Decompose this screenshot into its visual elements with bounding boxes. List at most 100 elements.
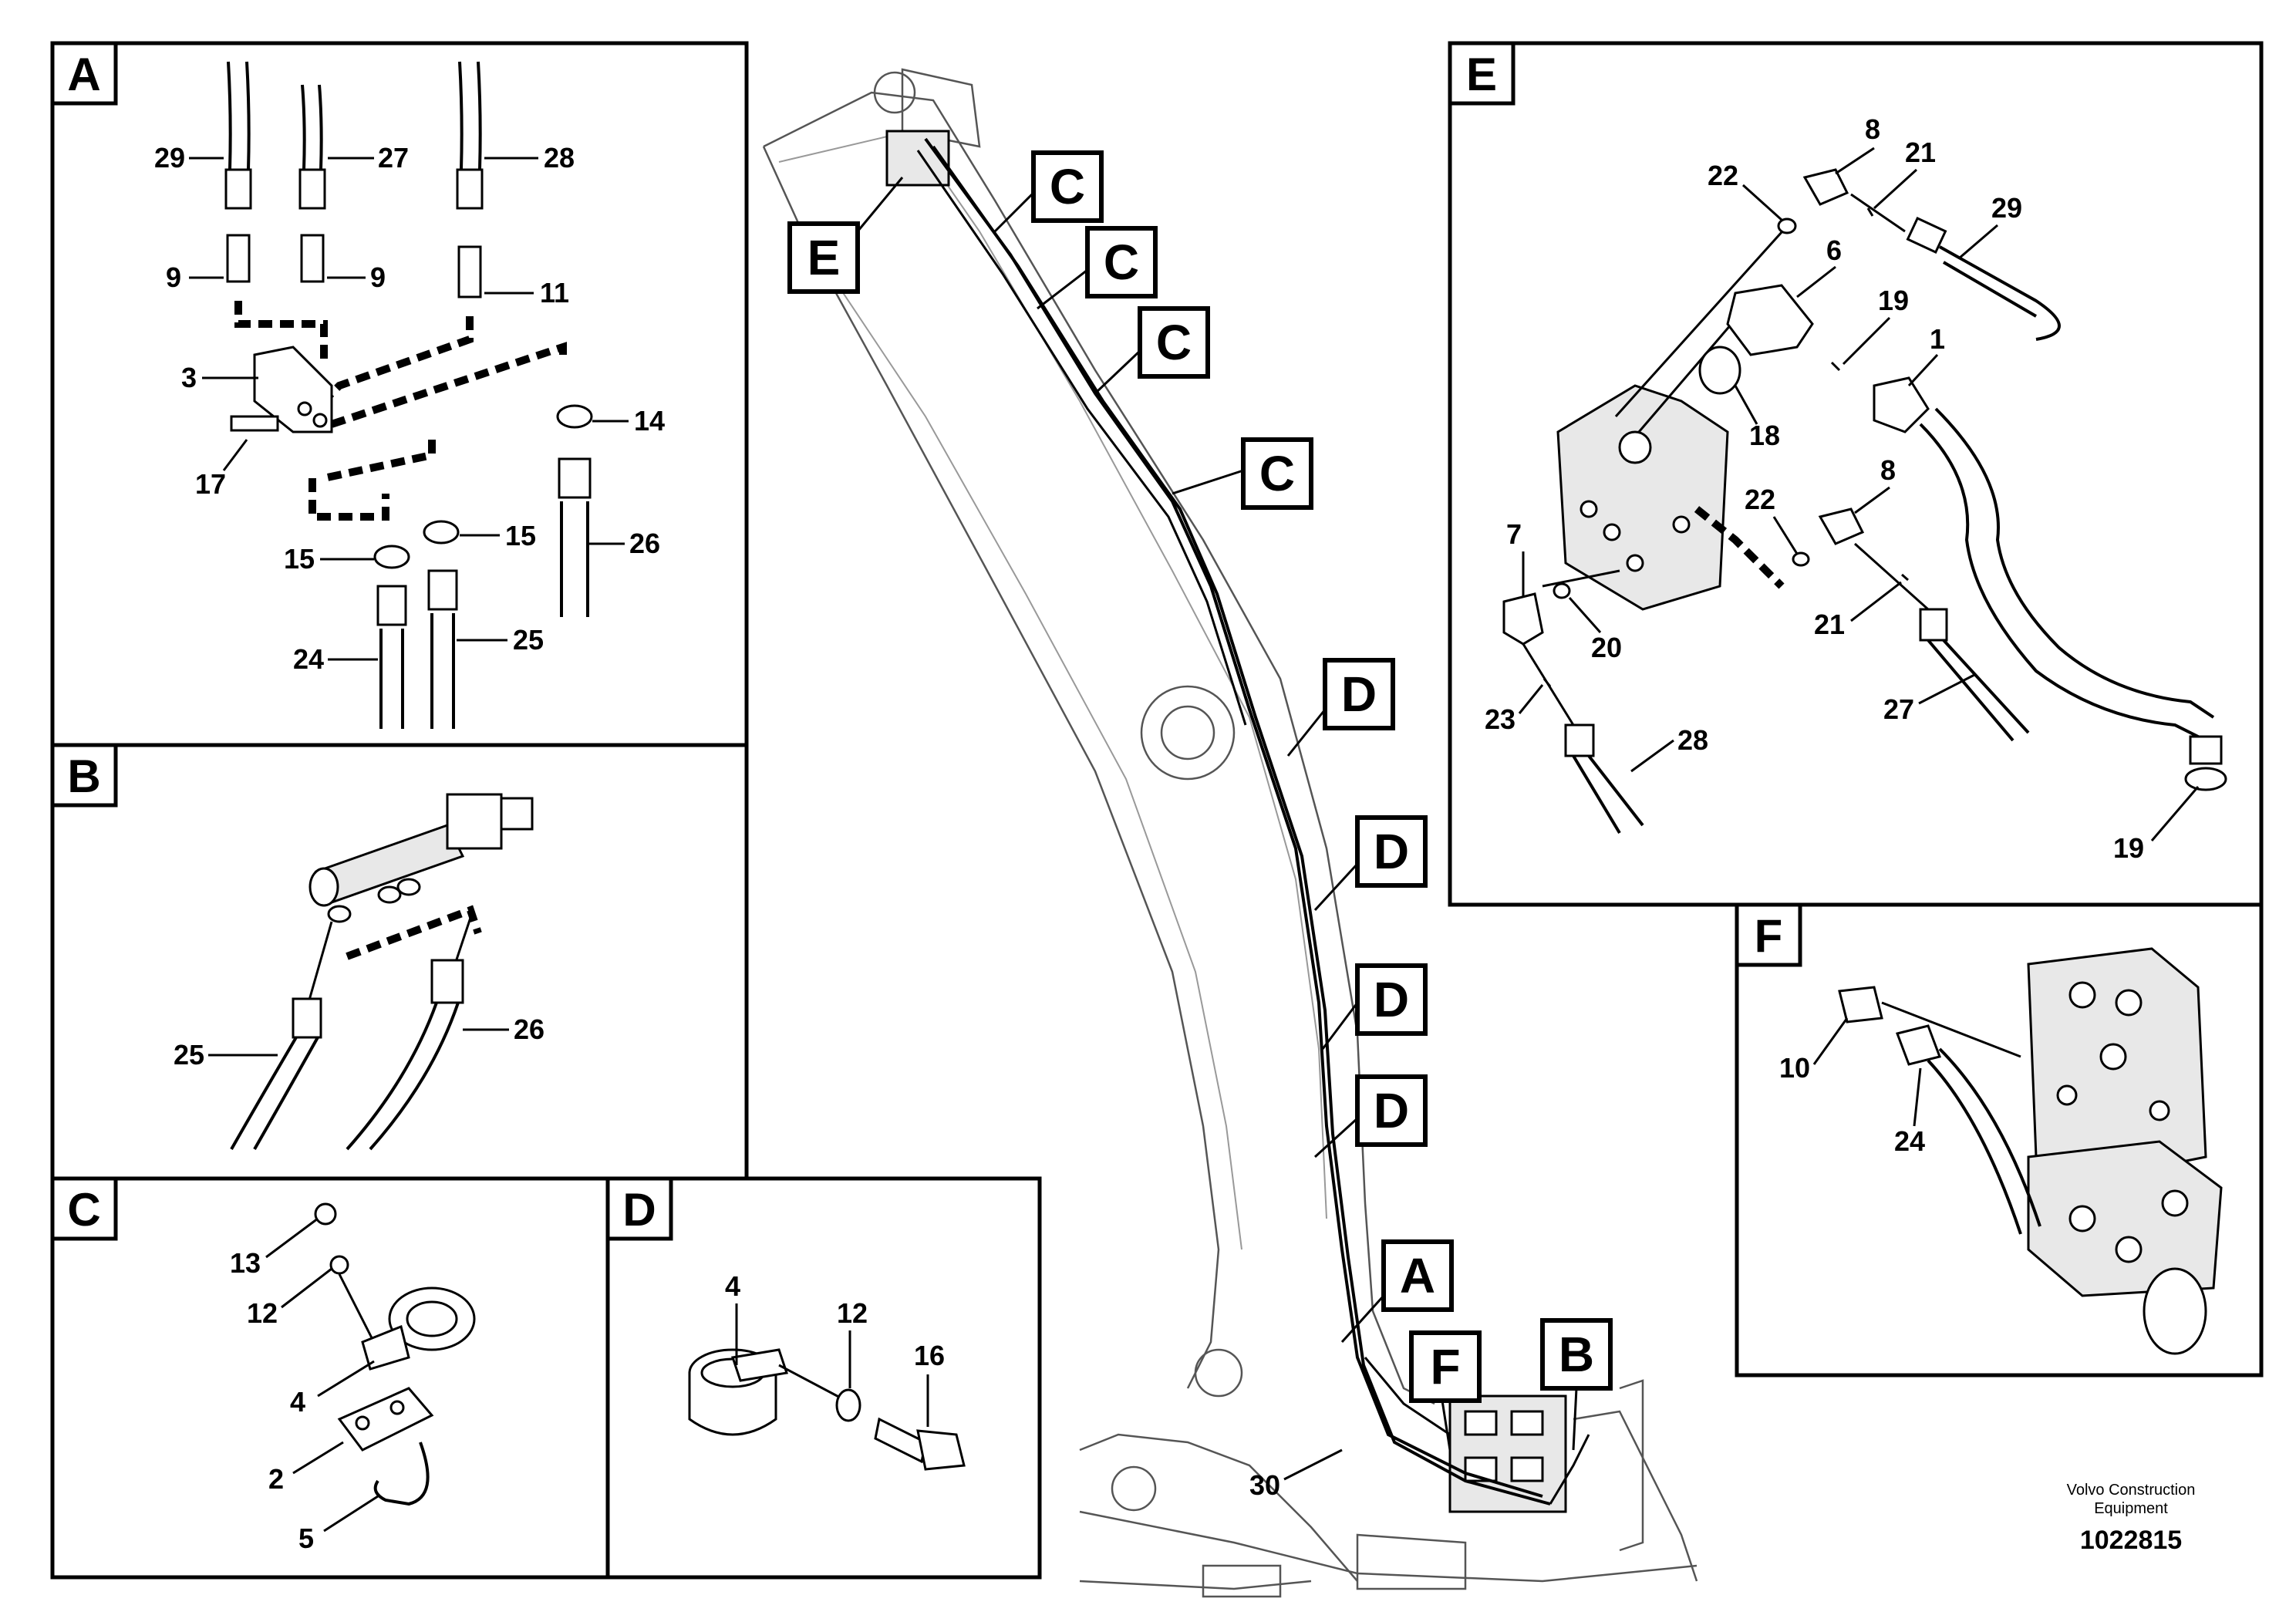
svg-text:F: F (1755, 910, 1783, 962)
nipple-9-b (300, 234, 325, 283)
boom-label-30: 30 (1249, 1448, 1343, 1501)
fitting-6 (1726, 284, 1814, 356)
boom-callout-a[interactable]: A (1340, 1239, 1454, 1344)
svg-text:2: 2 (268, 1463, 284, 1495)
boom-callout-c-1[interactable]: C (993, 150, 1104, 233)
o-ring-22-a (1777, 218, 1797, 234)
svg-text:12: 12 (247, 1297, 278, 1329)
hose-fitting-29-e (1906, 216, 1947, 255)
company-name: Volvo Construction (2067, 1482, 2196, 1499)
svg-text:24: 24 (293, 643, 324, 675)
svg-text:D: D (622, 1184, 656, 1236)
panel-b-tag[interactable]: B (50, 743, 118, 808)
svg-text:27: 27 (1883, 693, 1914, 725)
svg-text:14: 14 (634, 405, 665, 437)
svg-text:20: 20 (1591, 632, 1622, 663)
boom-callout-b[interactable]: B (1540, 1318, 1613, 1451)
svg-text:15: 15 (284, 543, 315, 575)
svg-text:A: A (67, 49, 100, 100)
union-nut (446, 793, 503, 850)
boom-callout-d-3[interactable]: D (1321, 963, 1428, 1050)
hose-fitting-25-a (427, 569, 458, 611)
svg-text:4: 4 (725, 1270, 740, 1302)
svg-text:F: F (1430, 1339, 1460, 1394)
o-ring-21-b (1901, 573, 1909, 582)
bracket-3 (253, 346, 333, 433)
boom-callout-c-4[interactable]: C (1172, 437, 1313, 510)
fitting-1 (1873, 376, 1930, 433)
svg-text:E: E (1466, 49, 1497, 100)
o-ring-21-a (1866, 207, 1874, 217)
svg-text:C: C (1050, 159, 1085, 214)
svg-text:22: 22 (1745, 484, 1775, 515)
panel-d-tag[interactable]: D (605, 1176, 673, 1241)
o-ring-18 (1698, 346, 1741, 395)
boom-callout-c-3[interactable]: C (1094, 306, 1210, 395)
o-ring-19-b (2184, 767, 2227, 791)
hose-fitting-28 (456, 168, 484, 210)
svg-text:25: 25 (513, 624, 544, 656)
panel-e-tag[interactable]: E (1448, 41, 1515, 106)
hose-end-19 (2189, 735, 2223, 765)
svg-text:1: 1 (1930, 323, 1945, 355)
panel-a-tag[interactable]: A (50, 41, 118, 106)
svg-text:18: 18 (1749, 420, 1780, 451)
svg-text:30: 30 (1249, 1469, 1280, 1501)
boom-callout-f[interactable]: F (1409, 1330, 1482, 1451)
boom-callout-d-2[interactable]: D (1313, 815, 1428, 912)
svg-text:C: C (67, 1184, 100, 1236)
bolt-17 (230, 415, 279, 432)
boom-callout-e[interactable]: E (787, 177, 904, 294)
nipple-9-a (226, 234, 251, 283)
svg-text:D: D (1341, 666, 1377, 722)
svg-text:19: 19 (1878, 285, 1909, 316)
hose-fitting-29 (224, 168, 252, 210)
elbow-7 (1502, 592, 1544, 646)
panel-c-tag[interactable]: C (50, 1176, 118, 1241)
nut-13 (314, 1202, 337, 1226)
hose-fitting-24-a (376, 585, 407, 626)
svg-text:11: 11 (540, 277, 569, 309)
svg-text:28: 28 (544, 142, 575, 174)
o-ring-20 (1553, 582, 1571, 599)
svg-text:9: 9 (166, 261, 181, 293)
svg-text:7: 7 (1506, 518, 1522, 550)
svg-text:12: 12 (837, 1297, 868, 1329)
nipple-11 (457, 245, 482, 298)
boom-callout-c-2[interactable]: C (1037, 226, 1158, 310)
svg-text:3: 3 (181, 362, 197, 393)
nut-14 (556, 404, 593, 429)
svg-text:23: 23 (1485, 703, 1515, 735)
boom-callout-d-1[interactable]: D (1286, 658, 1395, 757)
svg-text:17: 17 (195, 468, 226, 500)
elbow-8-a (1802, 168, 1849, 206)
company-name-line2: Equipment (2094, 1500, 2168, 1517)
svg-text:B: B (1559, 1327, 1594, 1382)
elbow-8-b (1818, 508, 1865, 545)
hose-fitting-26-a (558, 457, 592, 499)
footer: Volvo Construction Equipment 1022815 (2067, 1482, 2196, 1555)
svg-text:9: 9 (370, 261, 386, 293)
o-ring-23 (1542, 678, 1552, 687)
svg-text:22: 22 (1708, 160, 1738, 191)
hose-fitting-24-f (1896, 1024, 1941, 1066)
svg-text:21: 21 (1814, 609, 1845, 640)
svg-text:25: 25 (174, 1039, 204, 1071)
o-ring-22-b (1792, 551, 1810, 567)
hose-fitting-28-e (1564, 723, 1595, 757)
nut-15-b (423, 520, 460, 545)
svg-text:8: 8 (1865, 113, 1880, 145)
drawing-number: 1022815 (2080, 1526, 2182, 1555)
panel-d: D 4 12 16 (605, 1176, 1042, 1580)
plate-2 (337, 1387, 434, 1452)
o-ring-19-a (1830, 361, 1841, 372)
svg-text:15: 15 (505, 520, 536, 551)
svg-text:C: C (1104, 234, 1139, 290)
svg-text:8: 8 (1880, 454, 1896, 486)
panel-f-tag[interactable]: F (1735, 902, 1802, 967)
svg-text:27: 27 (378, 142, 409, 174)
svg-text:D: D (1374, 824, 1409, 879)
boom-callout-d-4[interactable]: D (1313, 1074, 1428, 1158)
panel-e: E (1448, 41, 2264, 907)
svg-text:21: 21 (1905, 137, 1936, 168)
